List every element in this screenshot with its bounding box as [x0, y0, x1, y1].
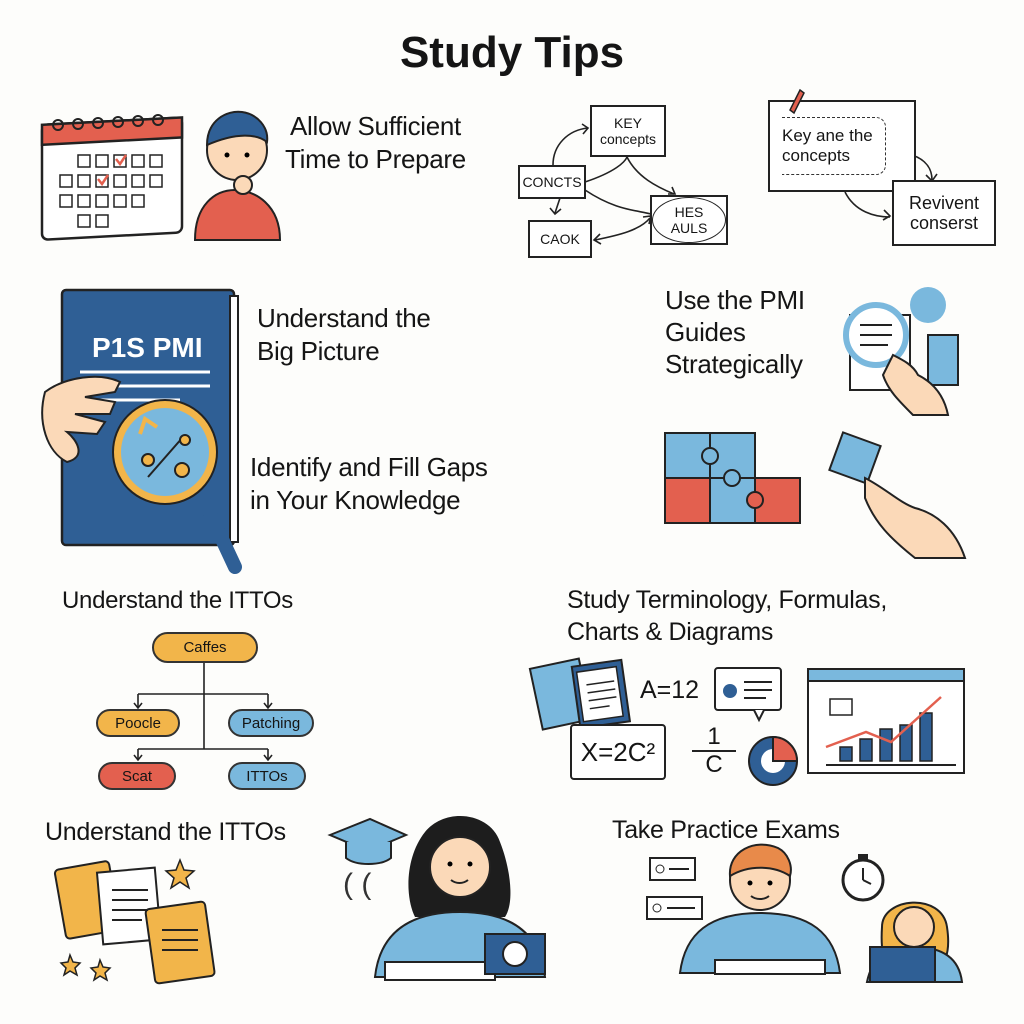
- note-card-line1: Key ane the: [782, 126, 873, 145]
- sound-marks: ( (: [343, 868, 372, 901]
- pie-chart-icon: [748, 735, 799, 786]
- message-bubble-icon: [714, 667, 782, 723]
- revivent-line1: Revivent: [908, 193, 980, 213]
- tip-terminology-line2: Charts & Diagrams: [567, 618, 774, 646]
- magnifier-document-icon: [843, 287, 959, 416]
- fraction-denominator: C: [705, 751, 723, 778]
- concept-hes-label: HES AULS: [652, 197, 726, 243]
- tip-big-picture-line1: Understand the: [257, 303, 431, 333]
- itto-node-patching: Patching: [228, 709, 314, 737]
- tip-exams: Take Practice Exams: [612, 816, 840, 844]
- concept-caok-box: CAOK: [528, 220, 592, 258]
- itto-tree-connectors: [133, 662, 273, 762]
- note-card-line2: concepts: [782, 146, 851, 165]
- itto-node-ittos: ITTOs: [228, 762, 306, 790]
- pmi-book-illustration: [41, 288, 242, 574]
- tip-pmi-line3: Strategically: [665, 349, 803, 379]
- itto-node-scat: Scat: [98, 762, 176, 790]
- student-girl-illustration: [865, 901, 964, 983]
- tip-pmi-line1: Use the PMI: [665, 285, 805, 315]
- itto-node-poocle: Poocle: [96, 709, 180, 737]
- tip-terminology: Study Terminology, Formulas, Charts & Dia…: [567, 584, 887, 648]
- study-cards-icon: [53, 857, 216, 985]
- tip-time-line1: Allow Sufficient: [289, 111, 461, 141]
- exam-bubbles-icon: [646, 857, 703, 920]
- concept-key-line2: concepts: [599, 131, 657, 147]
- tip-pmi-line2: Guides: [665, 317, 746, 347]
- studying-woman-illustration: [373, 815, 547, 981]
- documents-icon: [528, 657, 632, 731]
- revivent-line2: conserst: [909, 213, 979, 233]
- hand-puzzle-icon: [828, 431, 967, 559]
- tip-gaps-line2: in Your Knowledge: [250, 485, 461, 515]
- concept-hes-box: HES AULS: [650, 195, 728, 245]
- fraction-numerator: 1: [692, 724, 736, 752]
- calendar-icon: [40, 114, 184, 241]
- tip-gaps-line1: Identify and Fill Gaps: [250, 452, 488, 482]
- pencil-icon: [789, 88, 805, 115]
- formula-a: A=12: [640, 676, 700, 704]
- tip-time-line2: Time to Prepare: [285, 144, 466, 174]
- puzzle-pieces-icon: [664, 432, 801, 524]
- book-title: P1S PMI: [92, 332, 203, 363]
- concept-key-line1: KEY: [613, 115, 642, 131]
- concept-map-arrows: [549, 123, 938, 245]
- thinking-boy-illustration: [193, 110, 282, 241]
- tip-ittos: Understand the ITTOs: [62, 587, 294, 614]
- formula-x-box: X=2C²: [570, 724, 666, 780]
- page-title: Study Tips: [399, 28, 625, 77]
- bar-chart-window-icon: [807, 668, 965, 774]
- student-man-illustration: [678, 843, 842, 975]
- tip-terminology-line1: Study Terminology, Formulas,: [567, 586, 887, 614]
- concept-concts-box: CONCTS: [518, 165, 586, 199]
- itto-root-node: Caffes: [152, 632, 258, 663]
- tip-big-picture-line2: Big Picture: [257, 336, 380, 366]
- tip-ittos-2: Understand the ITTOs: [45, 818, 286, 846]
- stopwatch-icon: [841, 854, 885, 902]
- graduation-cap-icon: [327, 817, 409, 865]
